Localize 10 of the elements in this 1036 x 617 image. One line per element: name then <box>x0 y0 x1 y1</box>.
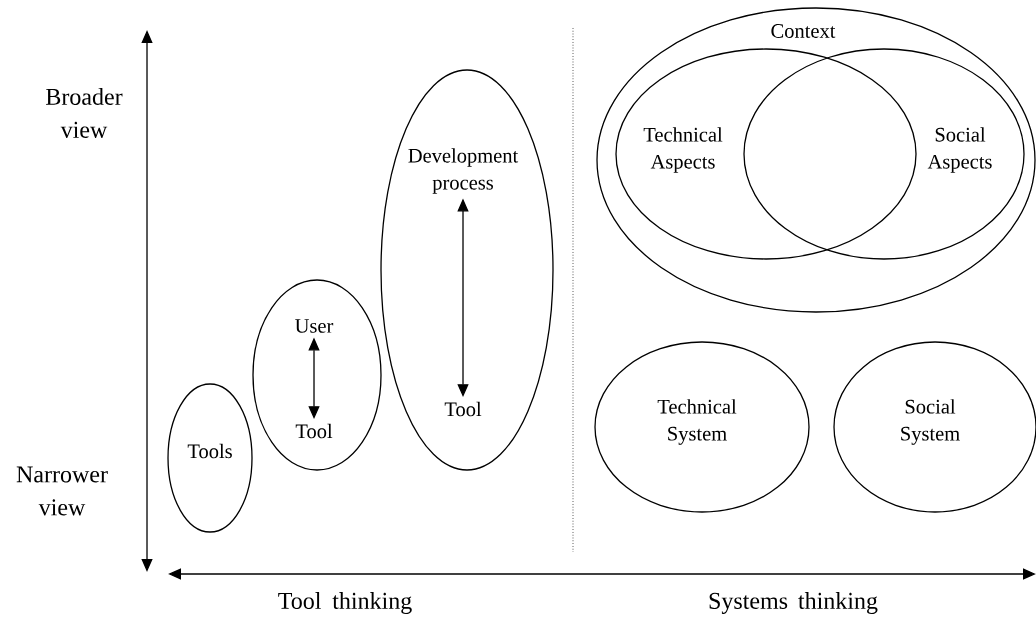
axis-label: Narrower view <box>16 466 108 516</box>
ellipse <box>252 279 382 471</box>
node-label: Tool <box>295 423 333 439</box>
node-label: Development process <box>408 148 519 194</box>
node-label: User <box>295 319 334 333</box>
axis-label: Broader view <box>46 88 123 138</box>
ellipse <box>380 69 554 471</box>
axis-label: Systems thinking <box>709 592 878 614</box>
axis-label: Tool thinking <box>278 592 412 614</box>
node-label: Tool <box>444 401 482 417</box>
